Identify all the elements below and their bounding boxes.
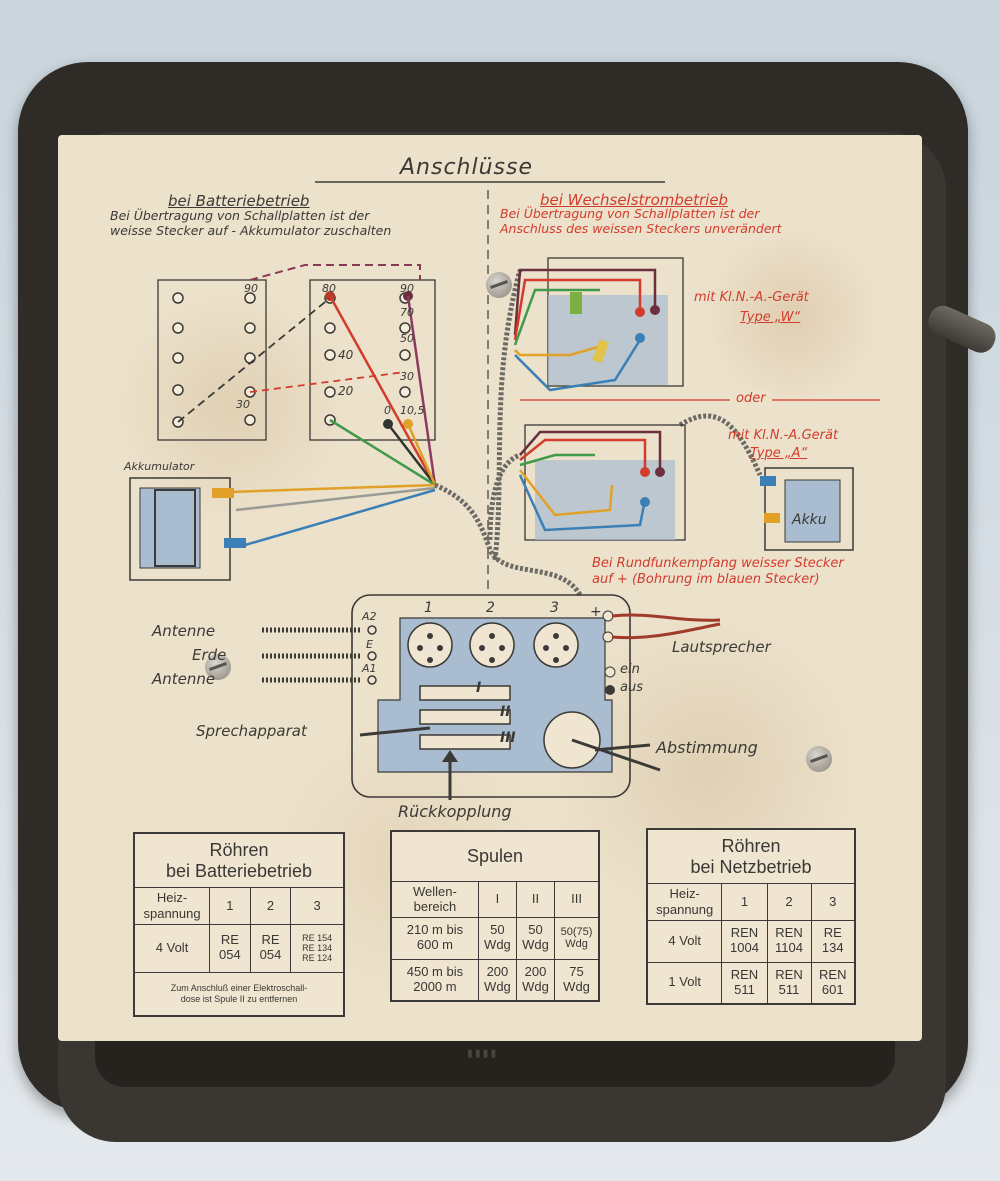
- terminal-a2: A2: [362, 610, 377, 623]
- col-header: 3: [290, 887, 345, 925]
- akku-box: [764, 467, 854, 551]
- lautsprecher-label: Lautsprecher: [672, 638, 771, 656]
- table-cell: RE 054: [249, 923, 292, 973]
- device-w-label-1: mit Kl.N.-A.-Gerät: [694, 290, 809, 305]
- col-header: 1: [209, 887, 251, 925]
- table-cell: REN 511: [721, 961, 768, 1005]
- coil-label: II: [500, 704, 511, 720]
- table-cell: 50 Wdg: [515, 916, 556, 960]
- screw-left: [205, 654, 231, 680]
- row-label: 4 Volt: [646, 919, 723, 963]
- table-cell: 50(75) Wdg: [554, 916, 600, 960]
- table-cell: RE 134: [810, 919, 856, 963]
- ac-heading: bei Wechselstrombetrieb: [540, 191, 729, 209]
- or-label: oder: [730, 391, 772, 406]
- battery-heading: bei Batteriebetrieb: [168, 192, 310, 210]
- accumulator-label: Akkumulator: [124, 460, 195, 473]
- col-label: Wellen- bereich: [390, 880, 479, 918]
- voltage-label: 70: [400, 306, 414, 319]
- tube-number: 3: [550, 600, 559, 616]
- antenne-top-label: Antenne: [152, 622, 216, 640]
- receiver-panel: [351, 594, 631, 798]
- table-cell: 200 Wdg: [477, 958, 517, 1002]
- voltage-label: 90: [400, 282, 414, 295]
- voltage-label: 80: [322, 282, 336, 295]
- col-header: I: [477, 880, 517, 918]
- col-label: Heiz- spannung: [646, 883, 723, 921]
- antenne-bottom-label: Antenne: [152, 670, 216, 688]
- voltage-label: 30: [400, 370, 414, 383]
- terminal-e: E: [366, 638, 373, 651]
- voltage-label: 0: [384, 404, 391, 417]
- abstimmung-label: Abstimmung: [656, 738, 758, 757]
- table-cell: REN 1104: [766, 919, 812, 963]
- page-title: Anschlüsse: [400, 155, 534, 180]
- table-cell: REN 601: [810, 961, 856, 1005]
- device-w-label-2: Type „W“: [740, 310, 801, 325]
- col-header: 2: [249, 887, 292, 925]
- row-label: 4 Volt: [133, 923, 211, 973]
- col-header: 3: [810, 883, 856, 921]
- row-label: 210 m bis 600 m: [390, 916, 479, 960]
- case-bottom-lip: [95, 1035, 895, 1087]
- table-cell: RE 154 RE 134 RE 124: [290, 923, 345, 973]
- voltage-label: 20: [338, 384, 354, 398]
- coil-label: I: [476, 680, 482, 696]
- sprechapparat-label: Sprechapparat: [196, 722, 307, 740]
- voltage-label: 30: [236, 398, 250, 411]
- table-cell: 75 Wdg: [554, 958, 600, 1002]
- tube-number: 2: [486, 600, 495, 616]
- col-header: 2: [766, 883, 812, 921]
- voltage-label: 40: [338, 348, 354, 362]
- terminal-board-left: [157, 279, 267, 441]
- akku-label: Akku: [792, 512, 827, 528]
- col-header: II: [515, 880, 556, 918]
- ein-label: ein: [620, 662, 640, 677]
- voltage-label: 90: [244, 282, 258, 295]
- voltage-label: 10,5: [400, 404, 425, 417]
- erde-label: Erde: [192, 646, 227, 664]
- table-cell: 200 Wdg: [515, 958, 556, 1002]
- terminal-a1: A1: [362, 662, 377, 675]
- coil-label: III: [500, 730, 516, 746]
- tube-number: 1: [424, 600, 433, 616]
- table-footnote: Zum Anschluß einer Elektroschall- dose i…: [133, 971, 345, 1017]
- radio-note-2: auf + (Bohrung im blauen Stecker): [592, 572, 820, 587]
- rueckkopplung-label: Rückkopplung: [398, 802, 512, 821]
- coils-table: Spulen Wellen- bereich I II III 210 m bi…: [390, 830, 600, 1003]
- battery-note-2: weisse Stecker auf - Akkumulator zuschal…: [110, 223, 392, 238]
- col-header: 1: [721, 883, 768, 921]
- table-cell: REN 1004: [721, 919, 768, 963]
- radio-note-1: Bei Rundfunkempfang weisser Stecker: [592, 556, 844, 571]
- table-title: Spulen: [390, 830, 600, 882]
- ac-note-2: Anschluss des weissen Steckers unverände…: [500, 221, 782, 236]
- battery-note-1: Bei Übertragung von Schallplatten ist de…: [110, 208, 370, 223]
- plus-terminal: +: [590, 604, 602, 620]
- device-a-label-1: mit Kl.N.-A.Gerät: [728, 428, 839, 443]
- col-header: III: [554, 880, 600, 918]
- ac-note-1: Bei Übertragung von Schallplatten ist de…: [500, 206, 760, 221]
- case-stamp: ▮▮▮▮: [466, 1046, 498, 1061]
- screw-top: [486, 272, 512, 298]
- row-label: 1 Volt: [646, 961, 723, 1005]
- table-cell: 50 Wdg: [477, 916, 517, 960]
- row-label: 450 m bis 2000 m: [390, 958, 479, 1002]
- voltage-label: 50: [400, 332, 414, 345]
- terminal-board-right: [309, 279, 436, 441]
- table-cell: RE 054: [209, 923, 251, 973]
- col-label: Heiz- spannung: [133, 887, 211, 925]
- accumulator-box: [129, 477, 231, 581]
- device-a-label-2: Type „A“: [750, 446, 808, 461]
- table-cell: REN 511: [766, 961, 812, 1005]
- aus-label: aus: [620, 680, 643, 695]
- screw-right: [806, 746, 832, 772]
